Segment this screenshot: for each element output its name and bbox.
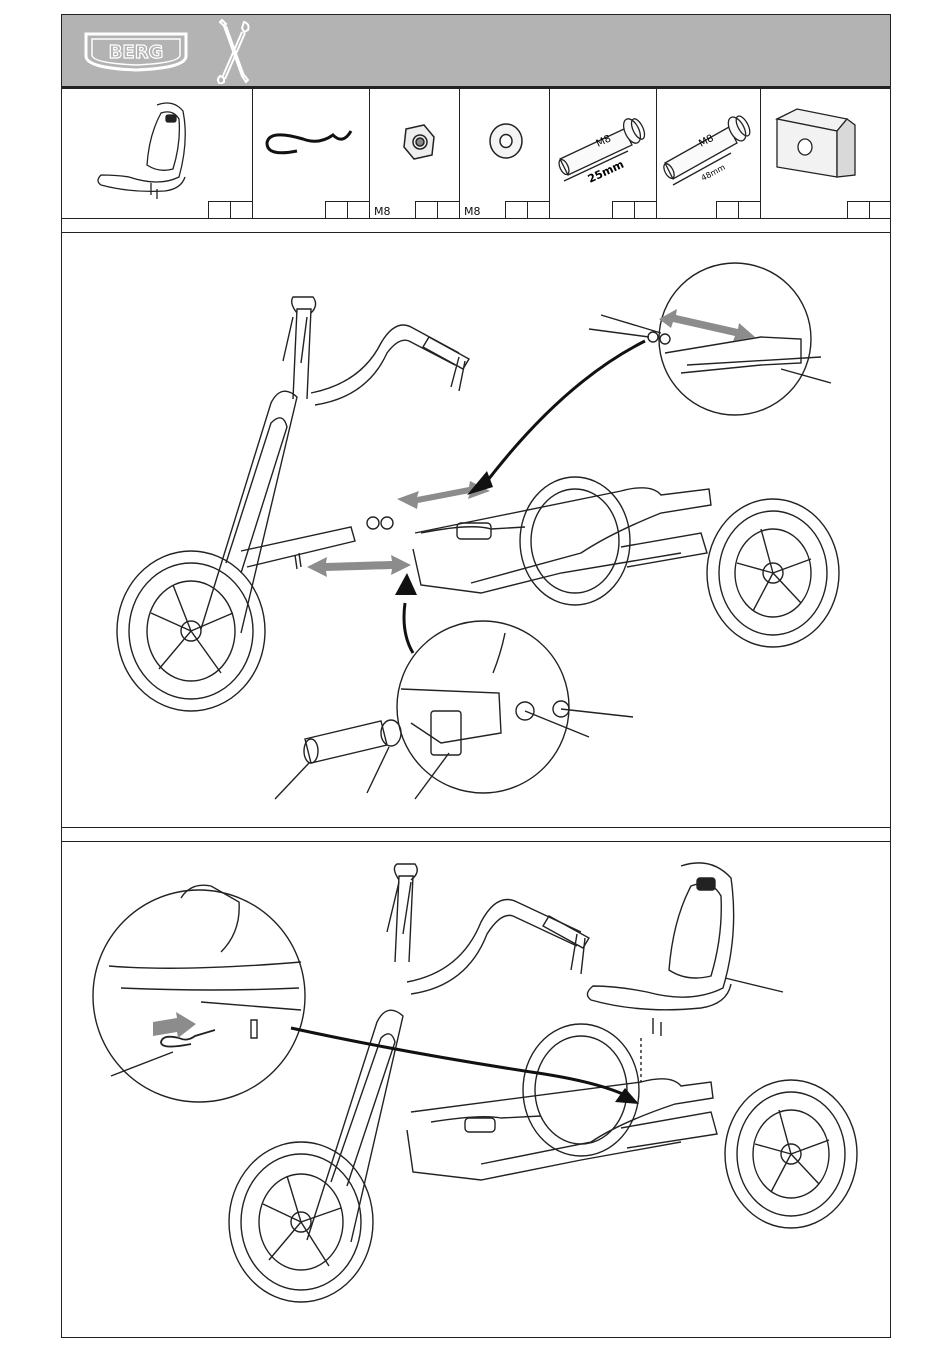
qty-box — [738, 201, 760, 219]
part-cell-seat — [61, 89, 253, 219]
part-cell-bolt-48: M8 48mm — [657, 89, 761, 219]
qty-box — [437, 201, 459, 219]
part-cell-washer: M8 — [460, 89, 550, 219]
qty-box — [869, 201, 891, 219]
detail-callout-arrow — [291, 1028, 631, 1098]
push-direction-arrow — [153, 1012, 196, 1038]
step-1-illustration — [61, 233, 891, 828]
qty-box — [527, 201, 549, 219]
qty-box — [612, 201, 634, 219]
qty-box — [415, 201, 437, 219]
seat-icon — [61, 89, 253, 219]
detail-zoom-circle-bottom — [397, 621, 569, 793]
part-size-label: M8 — [464, 205, 481, 218]
go-kart-front-assembly-drawing — [61, 233, 891, 828]
part-size-label: M8 — [374, 205, 391, 218]
part-cell-bracket — [761, 89, 891, 219]
u-bracket-icon — [761, 89, 891, 199]
part-cell-nut: M8 — [370, 89, 460, 219]
lock-nut-icon — [370, 89, 460, 199]
qty-box — [634, 201, 656, 219]
bolt-length-label: 48mm — [700, 163, 727, 183]
qty-box — [347, 201, 369, 219]
washer-icon — [460, 89, 550, 199]
qty-box — [716, 201, 738, 219]
brand-text: BERG — [109, 42, 164, 63]
rear-wheel-left — [520, 477, 630, 605]
screwdriver-wrench-icon — [212, 18, 252, 84]
part-cell-bolt-25: M8 25mm — [550, 89, 657, 219]
parts-list: M8 M8 M8 25mm — [61, 89, 891, 219]
qty-box — [325, 201, 347, 219]
qty-box — [208, 201, 230, 219]
qty-box — [230, 201, 252, 219]
bolt-icon: M8 48mm — [657, 89, 761, 199]
step-2-illustration — [61, 842, 891, 1338]
part-cell-clip — [253, 89, 370, 219]
qty-box — [847, 201, 869, 219]
bolt-icon: M8 25mm — [550, 89, 657, 199]
go-kart-seat-assembly-drawing — [61, 842, 891, 1336]
step-band — [61, 828, 891, 842]
step-band — [61, 219, 891, 233]
berg-shield-logo: BERG — [82, 30, 190, 72]
spring-clip-icon — [253, 89, 370, 199]
qty-box — [505, 201, 527, 219]
